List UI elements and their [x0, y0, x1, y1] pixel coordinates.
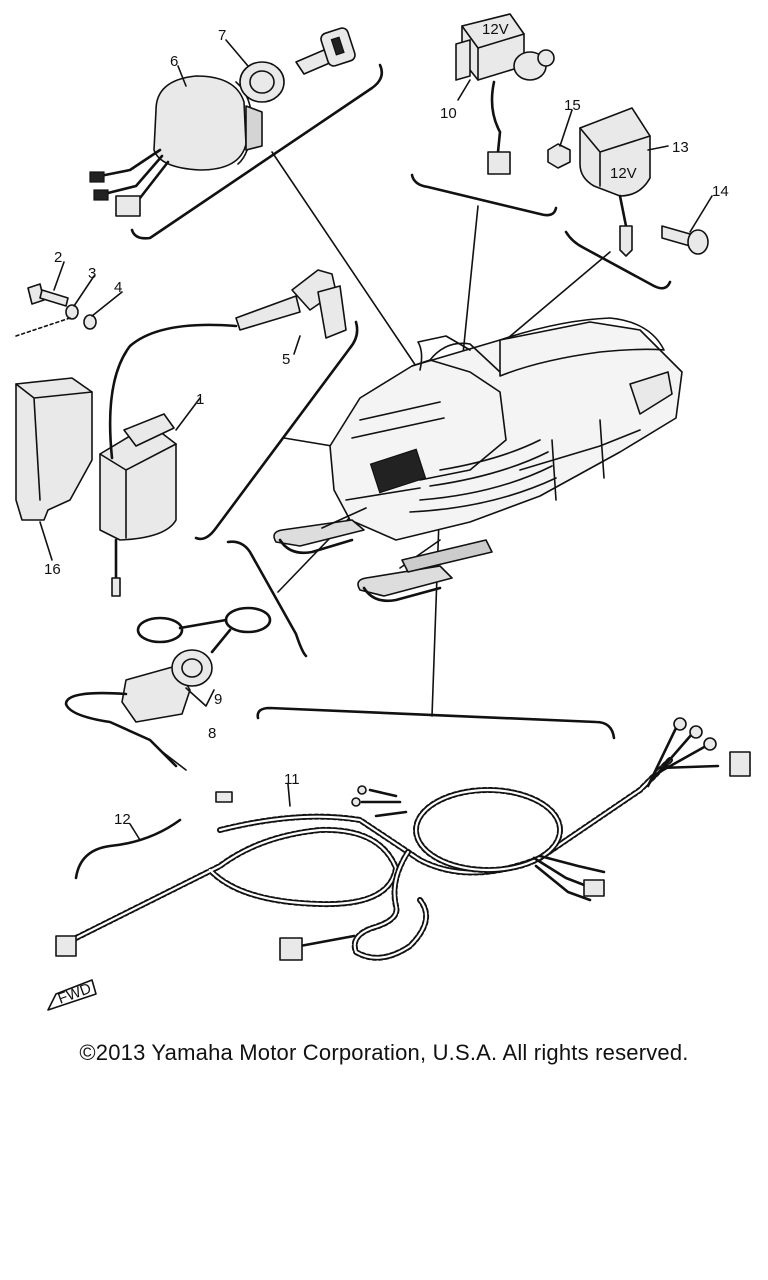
part-5-spark-plug-cap	[235, 269, 347, 339]
part-7-key-and-nut	[239, 27, 356, 103]
bracket-coil-group	[194, 320, 359, 541]
part-12-ground-wire	[74, 818, 182, 880]
part-11-wire-harness	[55, 717, 751, 961]
part-8-lamp-socket	[64, 665, 191, 771]
callout-13: 13	[672, 139, 689, 156]
forward-direction-arrow: FWD	[47, 979, 97, 1011]
relay-mark-text: 12V	[482, 21, 509, 38]
part-16-coil-bracket	[15, 377, 93, 521]
callout-11: 11	[284, 771, 300, 788]
callout-16: 16	[44, 561, 61, 578]
callout-14: 14	[712, 183, 729, 200]
callout-2: 2	[54, 249, 62, 266]
lamp-wire-loop	[136, 606, 272, 654]
fwd-label: FWD	[56, 980, 94, 1008]
part-13-voltage-regulator: 12V	[579, 107, 651, 257]
leader-line-ignition	[271, 151, 421, 373]
callout-10: 10	[440, 105, 457, 122]
callout-7: 7	[218, 27, 226, 44]
bracket-relay-group	[410, 173, 558, 217]
part-3-washer	[65, 304, 79, 320]
callout-15: 15	[564, 97, 581, 114]
callout-4: 4	[114, 279, 122, 296]
part-1-ignition-coil	[99, 323, 238, 597]
callout-5: 5	[282, 351, 290, 368]
callout-8: 8	[208, 725, 216, 742]
callout-9: 9	[214, 691, 222, 708]
part-9-bulb	[171, 649, 213, 687]
part-15-nut	[547, 143, 571, 169]
leader-line-relay	[461, 205, 479, 365]
copyright-notice: ©2013 Yamaha Motor Corporation, U.S.A. A…	[79, 1040, 689, 1065]
bracket-lamp-group	[226, 540, 308, 658]
bracket-harness-group	[256, 706, 616, 740]
callout-12: 12	[114, 811, 131, 828]
callout-leaders	[39, 39, 713, 841]
parts-exploded-diagram: 12V 12V	[15, 13, 751, 1011]
callout-6: 6	[170, 53, 178, 70]
part-14-bolt	[661, 225, 709, 255]
part-6-main-switch	[89, 75, 263, 217]
part-4-washer	[83, 314, 97, 330]
bracket-regulator-group	[564, 230, 672, 290]
callout-1: 1	[196, 391, 204, 408]
part-10-starter-relay: 12V	[455, 13, 555, 175]
snowmobile-illustration	[273, 317, 683, 603]
bracket-ignition-switch-group	[130, 63, 384, 240]
part-2-bolt	[27, 283, 69, 307]
callout-3: 3	[88, 265, 96, 282]
regulator-mark-text: 12V	[610, 165, 637, 182]
